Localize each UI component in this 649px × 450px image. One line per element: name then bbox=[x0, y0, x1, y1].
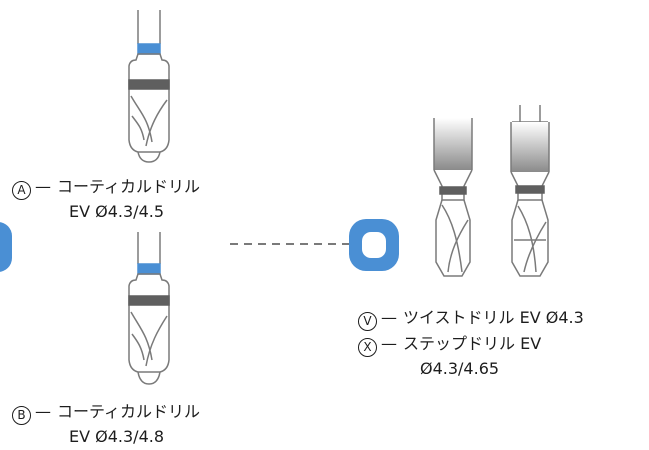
cortical-drill-b bbox=[128, 232, 170, 385]
label-x-line1: ステップドリル EV bbox=[403, 334, 542, 353]
left-position-marker bbox=[0, 222, 12, 272]
cortical-drill-a bbox=[128, 10, 170, 163]
marker-b-icon: B bbox=[12, 406, 31, 425]
label-v-line1: ツイストドリル EV Ø4.3 bbox=[403, 308, 584, 327]
label-v: V— ツイストドリル EV Ø4.3 bbox=[358, 306, 584, 331]
label-x-dash: — bbox=[381, 334, 397, 353]
marker-a-icon: A bbox=[12, 181, 31, 200]
label-b-line1: コーティカルドリル bbox=[57, 402, 201, 421]
step-drill-x bbox=[510, 105, 550, 277]
label-a-line1: コーティカルドリル bbox=[57, 177, 201, 196]
label-a-line2: EV Ø4.3/4.5 bbox=[69, 202, 165, 221]
marker-x-icon: X bbox=[358, 338, 377, 357]
label-v-dash: — bbox=[381, 308, 397, 327]
label-x-line2: Ø4.3/4.65 bbox=[420, 359, 500, 378]
label-a-dash: — bbox=[35, 177, 51, 196]
marker-v-icon: V bbox=[358, 312, 377, 331]
label-b: B— コーティカルドリル EV Ø4.3/4.8 bbox=[12, 400, 200, 448]
drill-b-blue-ring bbox=[137, 263, 161, 275]
label-b-dash: — bbox=[35, 402, 51, 421]
label-a: A— コーティカルドリル EV Ø4.3/4.5 bbox=[12, 175, 200, 223]
label-b-line2: EV Ø4.3/4.8 bbox=[69, 427, 165, 446]
label-x: X— ステップドリル EV Ø4.3/4.65 bbox=[358, 332, 541, 380]
drill-a-blue-ring bbox=[137, 43, 161, 55]
twist-drill-v bbox=[433, 118, 473, 277]
